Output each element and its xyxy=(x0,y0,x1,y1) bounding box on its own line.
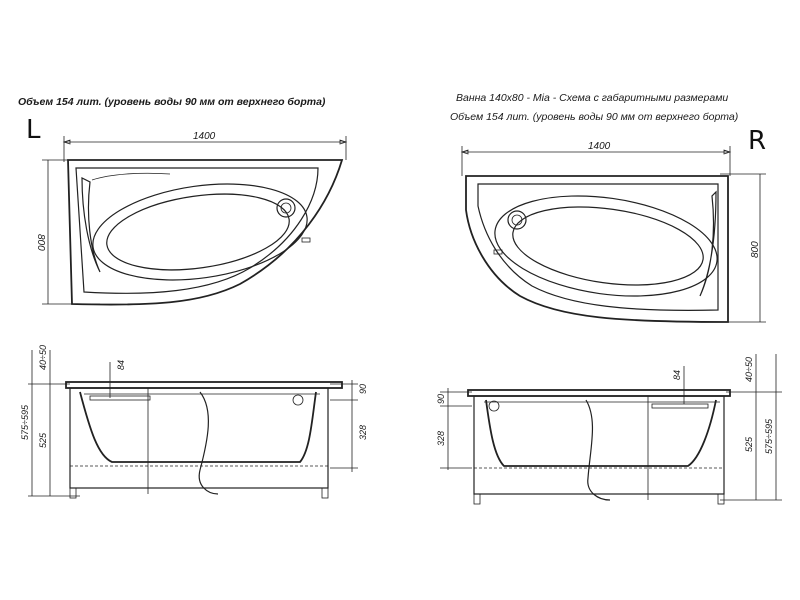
left-plan-depth: 800 xyxy=(35,234,46,251)
right-plan-width: 1400 xyxy=(588,141,611,152)
right-side-section: 90 328 40÷50 525 575÷595 84 xyxy=(436,354,782,505)
left-plan-width: 1400 xyxy=(193,131,216,142)
left-section-total-height: 575÷595 xyxy=(20,404,30,440)
right-section-rim: 40÷50 xyxy=(744,357,754,382)
right-section-body-height: 525 xyxy=(744,436,754,452)
right-section-inner-depth: 328 xyxy=(436,431,446,446)
right-plan-view: 1400 800 xyxy=(460,141,766,323)
right-section-84: 84 xyxy=(672,370,682,380)
left-section-water: 90 xyxy=(358,384,368,394)
left-volume-header: Объем 154 лит. (уровень воды 90 мм от ве… xyxy=(18,96,326,108)
right-volume-subtitle: Объем 154 лит. (уровень воды 90 мм от ве… xyxy=(450,111,738,123)
left-section-84: 84 xyxy=(116,360,126,370)
left-plan-view: 1400 800 xyxy=(35,131,348,306)
right-title: Ванна 140х80 - Mia - Схема с габаритными… xyxy=(456,92,728,104)
left-section-body-height: 525 xyxy=(38,432,48,448)
right-side-letter: R xyxy=(748,126,766,156)
left-side-letter: L xyxy=(26,115,41,145)
right-section-water: 90 xyxy=(436,394,446,404)
right-section-total-height: 575÷595 xyxy=(764,418,774,454)
left-section-inner-depth: 328 xyxy=(358,425,368,440)
right-plan-depth: 800 xyxy=(750,241,761,258)
left-side-section: 40÷50 575÷595 525 90 328 84 xyxy=(20,345,368,499)
left-section-rim: 40÷50 xyxy=(38,345,48,370)
